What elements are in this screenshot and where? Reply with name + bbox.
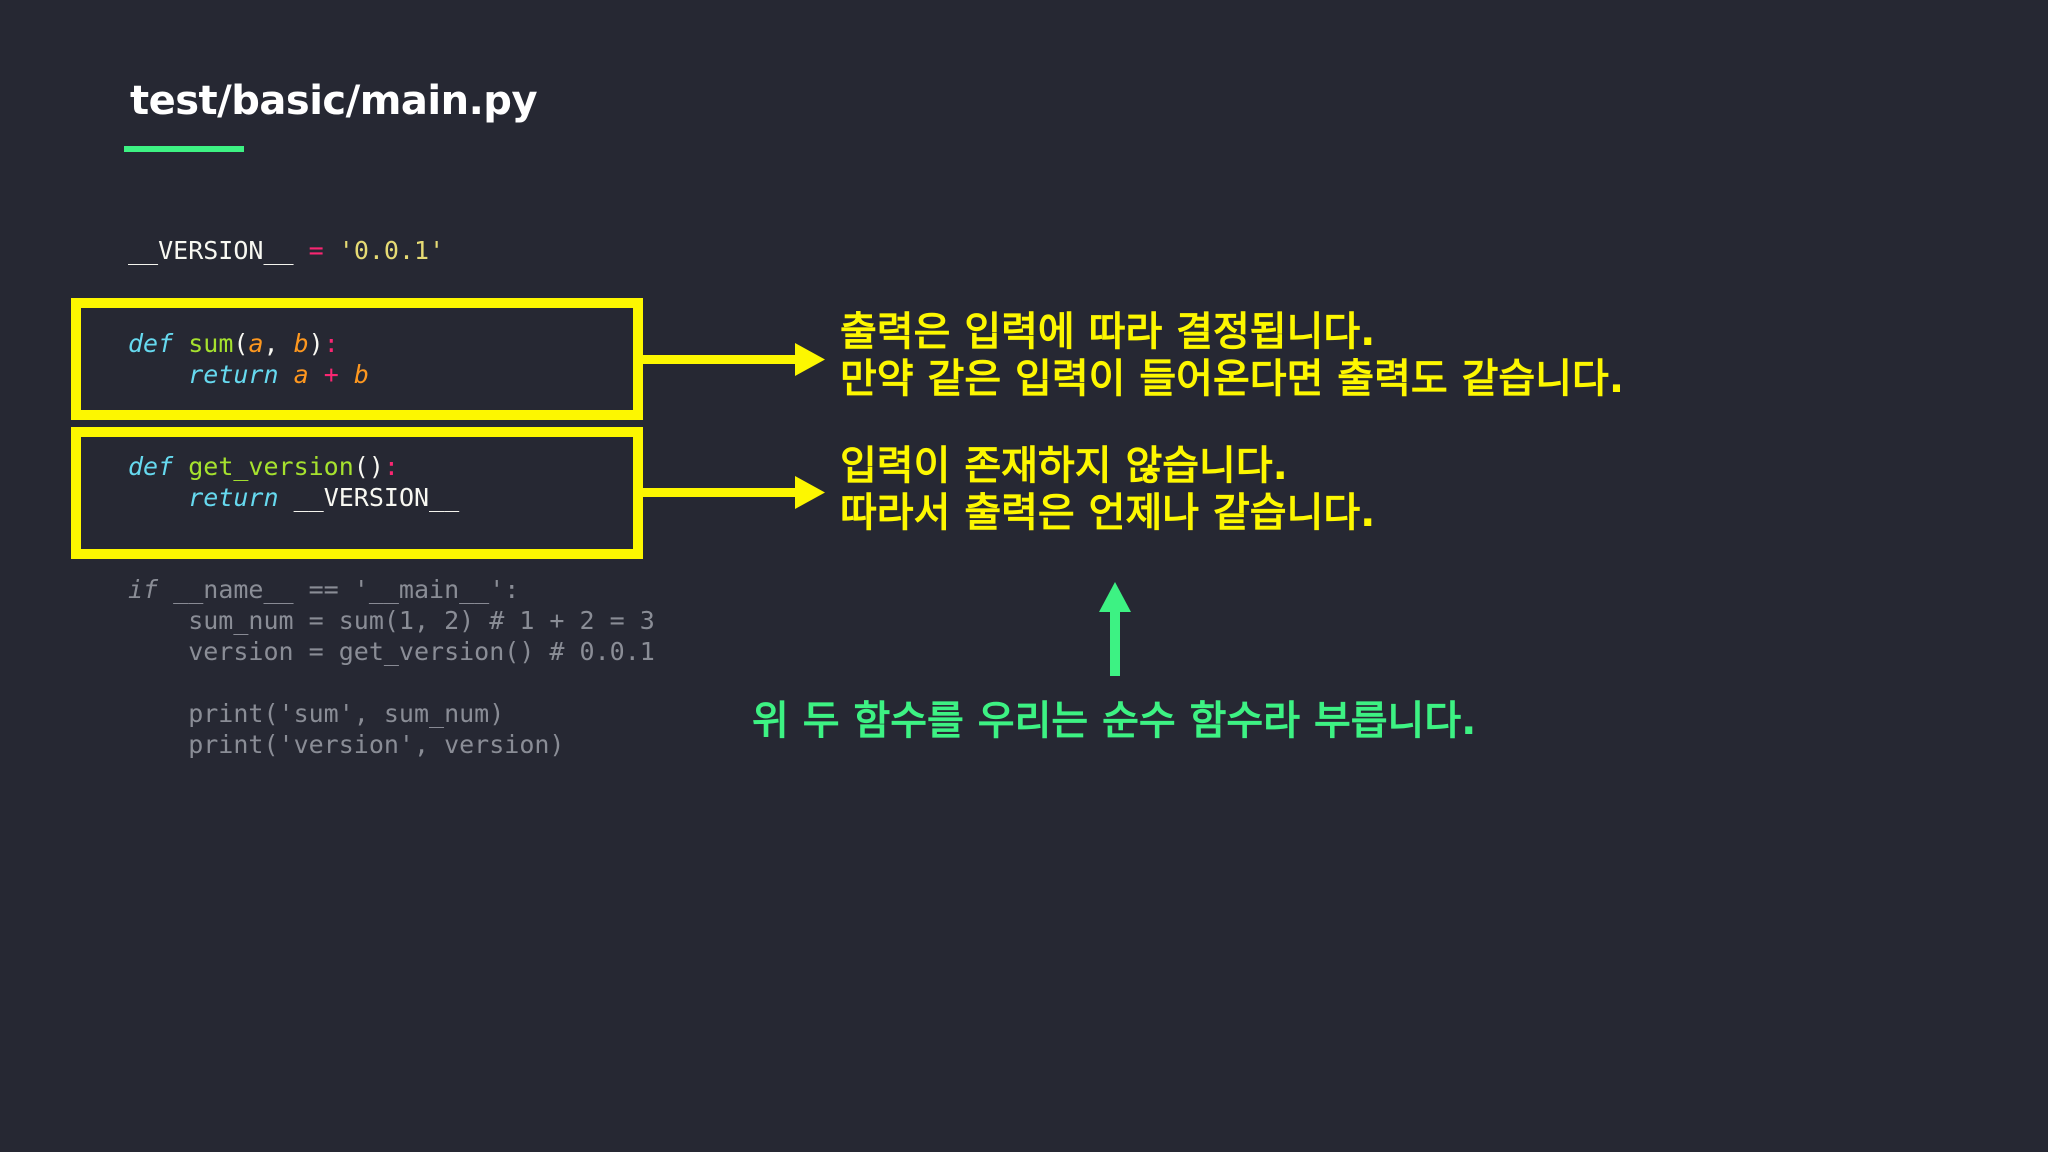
sum-function-code: def sum(a, b): return a + b — [128, 328, 369, 390]
sum-function-highlight-box — [71, 298, 643, 420]
return-a: a — [293, 360, 309, 389]
colon: : — [323, 329, 339, 358]
annotation-pure-functions: 위 두 함수를 우리는 순수 함수라 부릅니다. — [752, 698, 1477, 744]
annotation-deterministic-output: 출력은 입력에 따라 결정됩니다. 만약 같은 입력이 들어온다면 출력도 같습… — [840, 309, 1624, 403]
title-underline — [124, 146, 244, 152]
if-keyword: if — [128, 575, 159, 604]
def-keyword: def — [128, 452, 174, 481]
parens: () — [353, 452, 384, 481]
version-variable: __VERSION__ — [128, 236, 294, 265]
plus-operator: + — [323, 360, 339, 389]
main-condition: __name__ == '__main__': — [158, 575, 520, 604]
version-assignment-line: __VERSION__ = '0.0.1' — [128, 235, 444, 266]
close-paren: ) — [308, 329, 324, 358]
main-line-print-sum: print('sum', sum_num) — [128, 699, 505, 728]
slide-title: test/basic/main.py — [130, 78, 538, 124]
return-keyword: return — [188, 483, 279, 512]
return-keyword: return — [188, 360, 279, 389]
main-line-sum: sum_num = sum(1, 2) # 1 + 2 = 3 — [128, 606, 655, 635]
arrow-right-icon — [640, 343, 825, 376]
comma: , — [263, 329, 294, 358]
annotation-line: 출력은 입력에 따라 결정됩니다. — [840, 309, 1376, 355]
param-b: b — [293, 329, 309, 358]
def-keyword: def — [128, 329, 174, 358]
return-version: __VERSION__ — [293, 483, 460, 512]
main-block-code: if __name__ == '__main__': sum_num = sum… — [128, 574, 655, 760]
main-line-version: version = get_version() # 0.0.1 — [128, 637, 655, 666]
arrow-up-icon — [1099, 582, 1131, 676]
arrow-right-icon — [640, 476, 825, 509]
version-string: '0.0.1' — [338, 236, 445, 265]
open-paren: ( — [233, 329, 249, 358]
annotation-line: 만약 같은 입력이 들어온다면 출력도 같습니다. — [840, 356, 1625, 402]
annotation-no-input: 입력이 존재하지 않습니다. 따라서 출력은 언제나 같습니다. — [840, 443, 1375, 537]
return-b: b — [353, 360, 369, 389]
colon: : — [383, 452, 399, 481]
get-version-function-code: def get_version(): return __VERSION__ — [128, 451, 459, 513]
sum-function-name: sum — [188, 329, 234, 358]
param-a: a — [248, 329, 264, 358]
annotation-line: 따라서 출력은 언제나 같습니다. — [840, 490, 1376, 536]
main-line-print-version: print('version', version) — [128, 730, 565, 759]
assign-operator: = — [308, 236, 324, 265]
get-version-function-name: get_version — [188, 452, 354, 481]
get-version-function-highlight-box — [71, 427, 643, 559]
annotation-line: 입력이 존재하지 않습니다. — [840, 443, 1288, 489]
